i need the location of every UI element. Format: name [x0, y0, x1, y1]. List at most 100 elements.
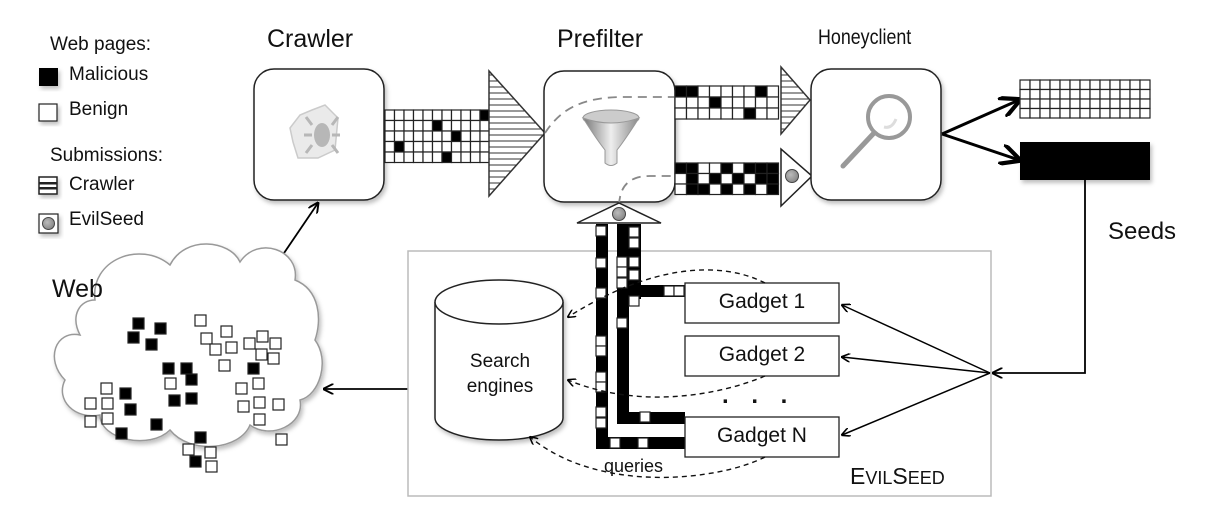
legend-web-pages-title: Web pages:	[50, 34, 152, 55]
benign-page-cell	[637, 437, 649, 449]
malicious-page-cell	[708, 96, 722, 109]
benign-page-cell	[272, 398, 285, 411]
benign-page-cell	[460, 119, 472, 132]
malicious-page-cell	[393, 140, 405, 153]
malicious-page-cell	[766, 172, 780, 185]
benign-page-cell	[441, 130, 453, 143]
benign-page-cell	[235, 382, 248, 395]
benign-page-cell	[450, 119, 462, 132]
legend-benign-label: Benign	[69, 99, 129, 120]
benign-page-cell	[720, 107, 734, 120]
gadget-1-label: Gadget 1	[718, 290, 806, 313]
benign-page-cell	[1089, 88, 1101, 100]
evilseed-output-arrowhead	[780, 147, 814, 208]
benign-page-cell	[1069, 107, 1081, 119]
benign-page-cell	[1049, 98, 1061, 110]
evilseed-box-label: EVILSEED	[850, 463, 945, 490]
malicious-page-cell	[150, 418, 163, 431]
benign-page-cell	[253, 413, 266, 426]
benign-page-cell	[469, 109, 481, 122]
gadget-n-box[interactable]	[684, 416, 840, 458]
benign-page-cell	[766, 96, 780, 109]
benign-page-cell	[708, 107, 722, 120]
benign-page-cell	[1069, 98, 1081, 110]
benign-page-cell	[743, 96, 757, 109]
benign-page-cell	[1029, 98, 1041, 110]
malicious-page-cell	[754, 172, 768, 185]
web-label: Web	[52, 275, 103, 303]
benign-page-cell	[1039, 88, 1051, 100]
benign-page-cell	[1039, 107, 1051, 119]
benign-page-cell	[267, 352, 280, 365]
malicious-page-cell	[185, 373, 198, 386]
malicious-page-cell	[685, 172, 699, 185]
benign-page-cell	[754, 107, 768, 120]
benign-page-cell	[393, 119, 405, 132]
benign-page-cell	[595, 381, 607, 393]
benign-page-cell	[422, 109, 434, 122]
benign-page-cell	[1019, 107, 1031, 119]
benign-page-cell	[393, 151, 405, 164]
evilseed-label-s: S	[892, 463, 908, 489]
malicious-page-cell	[431, 119, 443, 132]
benign-page-cell	[460, 140, 472, 153]
crawler-submission-arrowhead	[488, 69, 547, 198]
prefilter-dashed-path-bottom	[618, 175, 675, 206]
benign-page-cell	[384, 119, 396, 132]
benign-page-cell	[639, 411, 651, 423]
gadget-1-query-arrow	[568, 269, 766, 317]
crawler-submissions-grid	[384, 109, 491, 164]
benign-page-cell	[628, 256, 640, 268]
gadget-2-box[interactable]	[684, 335, 840, 377]
benign-page-cell	[412, 140, 424, 153]
benign-page-cell	[1119, 107, 1131, 119]
benign-page-cell	[1029, 79, 1041, 91]
malicious-page-cell	[441, 151, 453, 164]
malicious-page-cell	[674, 85, 688, 98]
benign-page-cell	[1129, 79, 1141, 91]
seeds-to-gadget-1-arrow	[842, 305, 991, 374]
search-engines-cylinder	[434, 279, 564, 441]
benign-page-cell	[412, 119, 424, 132]
malicious-output-arrow	[941, 132, 1019, 160]
benign-page-cell	[1019, 98, 1031, 110]
gadget-submission-paths	[595, 224, 686, 449]
benign-page-cell	[237, 400, 250, 413]
benign-page-cell	[595, 371, 607, 383]
benign-page-cell	[403, 109, 415, 122]
malicious-page-cell	[685, 85, 699, 98]
benign-page-cell	[403, 130, 415, 143]
gadget-1-box[interactable]	[684, 282, 840, 324]
benign-page-cell	[1099, 98, 1111, 110]
prefilter-crawler-output-grid	[674, 85, 780, 120]
benign-page-cell	[616, 266, 628, 278]
evilseed-label-eed: EED	[907, 468, 945, 488]
benign-page-cell	[1099, 107, 1111, 119]
benign-page-cell	[1139, 107, 1151, 119]
malicious-page-cell	[743, 107, 757, 120]
gadget-n-label: Gadget N	[717, 424, 807, 447]
malicious-page-cell	[731, 172, 745, 185]
malicious-page-cell	[194, 431, 207, 444]
malicious-page-cell	[189, 455, 202, 468]
malicious-page-cell	[766, 183, 780, 196]
benign-page-cell	[441, 140, 453, 153]
benign-page-cell	[1109, 107, 1121, 119]
benign-page-cell	[220, 325, 233, 338]
benign-page-cell	[1129, 98, 1141, 110]
prefilter-title: Prefilter	[557, 25, 644, 53]
malicious-page-cell	[145, 338, 158, 351]
benign-page-cell	[595, 406, 607, 418]
benign-page-cell	[269, 337, 282, 350]
benign-page-cell	[1049, 79, 1061, 91]
benign-page-cell	[685, 96, 699, 109]
benign-page-cell	[731, 107, 745, 120]
malicious-page-cell	[115, 427, 128, 440]
benign-page-cell	[460, 130, 472, 143]
funnel-icon	[581, 109, 641, 166]
benign-page-cell	[616, 317, 628, 329]
evilseed-label-e: E	[850, 463, 866, 489]
benign-page-cell	[1129, 107, 1141, 119]
legend-crawler-swatch	[38, 176, 58, 195]
